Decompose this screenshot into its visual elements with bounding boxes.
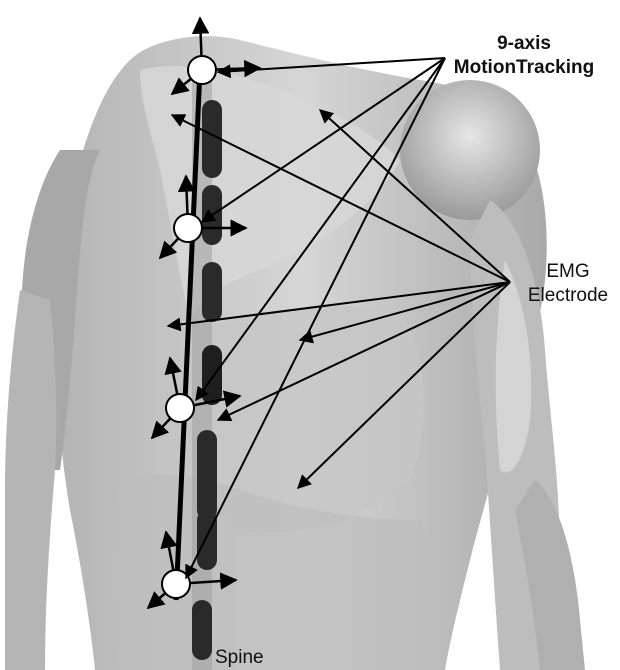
emg-label-line1: EMG <box>518 260 618 284</box>
sensor-node-icon <box>166 394 194 422</box>
emg-electrode-icon <box>197 510 217 570</box>
emg-electrode-icon <box>197 430 217 520</box>
spine-label: Spine <box>215 646 264 670</box>
emg-electrode-icon <box>192 600 212 660</box>
sensor-node-icon <box>162 570 190 598</box>
emg-electrode-label: EMG Electrode <box>518 260 618 308</box>
emg-electrode-icon <box>202 262 222 322</box>
sensor-node-icon <box>174 214 202 242</box>
sensor-node-icon <box>188 56 216 84</box>
motion-tracking-label: 9-axis MotionTracking <box>444 32 604 80</box>
emg-label-line2: Electrode <box>518 284 618 308</box>
torso <box>5 36 585 670</box>
emg-electrode-icon <box>202 345 222 405</box>
motion-label-line1: 9-axis <box>444 32 604 56</box>
motion-label-line2: MotionTracking <box>444 56 604 80</box>
